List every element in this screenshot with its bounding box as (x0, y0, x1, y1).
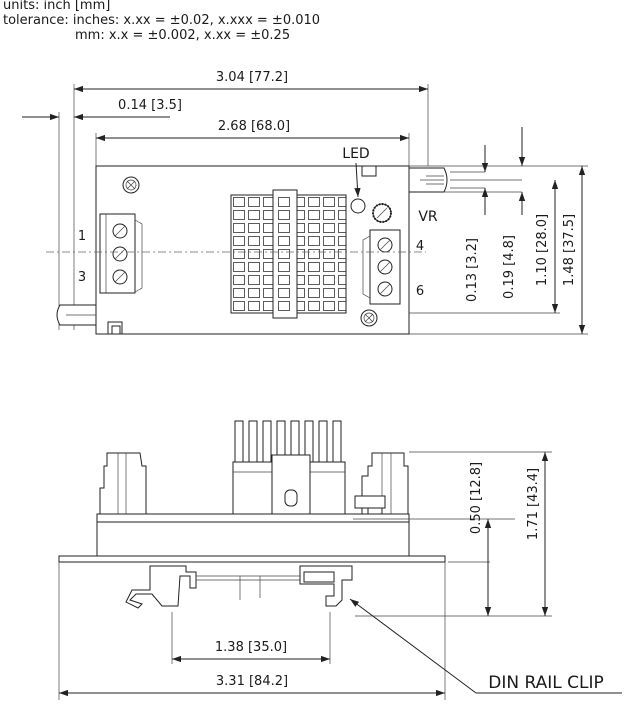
dim-0-50: 0.50 [12.8] (469, 462, 484, 534)
output-terminal-side (354, 452, 409, 519)
din-rail-clip-label: DIN RAIL CLIP (488, 673, 603, 693)
din-rail-clip (125, 565, 353, 609)
terminal-4-label: 4 (416, 239, 424, 254)
dim-overall-width: 3.04 [77.2] (216, 70, 288, 85)
screw-icon (360, 309, 378, 327)
units-note: units: inch [mm] (3, 0, 111, 13)
base-plate (58, 555, 446, 563)
dim-0-19: 0.19 [4.8] (502, 235, 517, 299)
heatsink-top (230, 189, 347, 319)
input-terminal-block (99, 213, 143, 294)
vr-label: VR (418, 209, 438, 225)
trimmer-potentiometer (372, 203, 392, 223)
dim-1-71: 1.71 [43.4] (526, 468, 541, 540)
terminal-6-label: 6 (416, 284, 424, 299)
dim-1-48: 1.48 [37.5] (562, 214, 577, 286)
heatsink-side (232, 420, 346, 518)
input-terminal-side (99, 452, 147, 517)
dim-body-width: 2.68 [68.0] (218, 119, 290, 134)
top-view: 3.04 [77.2] 0.14 [3.5] 2.68 [68.0] LED V… (22, 70, 588, 335)
module-case-side (96, 521, 410, 559)
dim-1-10: 1.10 [28.0] (535, 214, 550, 286)
output-terminal-block (362, 229, 401, 305)
led-label: LED (342, 146, 369, 162)
tolerance-inches-note: tolerance: inches: x.xx = ±0.02, x.xxx =… (3, 13, 321, 28)
pcb-board (96, 513, 410, 523)
dim-total-width: 3.31 [84.2] (216, 674, 288, 689)
dim-0-13: 0.13 [3.2] (465, 238, 480, 302)
terminal-1-label: 1 (78, 229, 86, 244)
led-indicator (350, 198, 366, 214)
dim-mount-offset: 0.14 [3.5] (118, 98, 182, 113)
tolerance-mm-note: mm: x.x = ±0.002, x.xx = ±0.25 (75, 28, 291, 43)
side-view: 0.50 [12.8] 1.71 [43.4] 1.38 [35.0] 3.31… (58, 420, 622, 700)
dim-rail-width: 1.38 [35.0] (215, 640, 287, 655)
terminal-3-label: 3 (78, 270, 86, 285)
screw-icon (122, 176, 140, 194)
